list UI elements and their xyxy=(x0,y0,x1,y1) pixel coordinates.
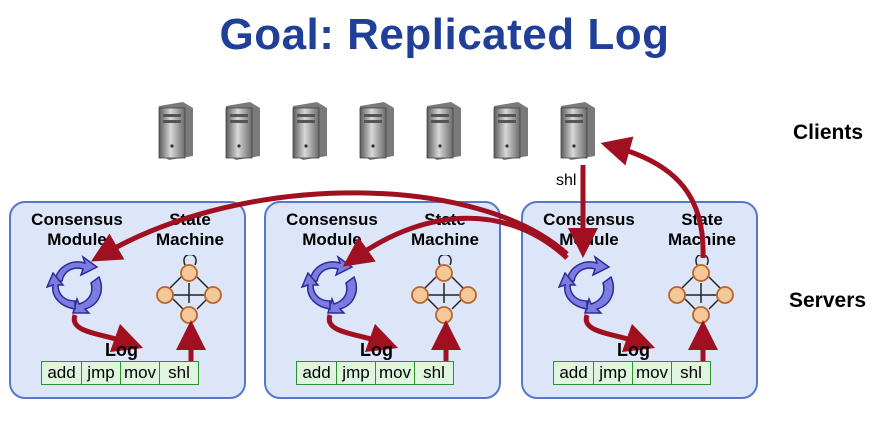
client-computer-icon xyxy=(421,102,463,160)
log-entry: add xyxy=(296,361,337,385)
log-entry: shl xyxy=(671,361,711,385)
state-machine-icon xyxy=(156,255,222,324)
log-entry: add xyxy=(553,361,594,385)
client-computer-icon xyxy=(220,102,262,160)
client-computer-icon xyxy=(555,102,597,160)
log-label: Log xyxy=(360,340,393,360)
client-computer-icon xyxy=(488,102,530,160)
log-label: Log xyxy=(617,340,650,360)
client-computer-icon xyxy=(354,102,396,160)
log-entry: add xyxy=(41,361,82,385)
page-title: Goal: Replicated Log xyxy=(219,10,670,59)
state-machine-icon xyxy=(668,255,734,324)
replicate-to-server1-arrow xyxy=(90,190,569,262)
client-command-label: shl xyxy=(556,172,577,189)
log-entry: jmp xyxy=(593,361,633,385)
log-entry: jmp xyxy=(336,361,376,385)
consensus-cycle-icon xyxy=(557,255,615,314)
log-entry: shl xyxy=(159,361,199,385)
log-entry: mov xyxy=(375,361,415,385)
clients-label: Clients xyxy=(793,121,864,144)
replicate-to-server2-arrow xyxy=(342,215,569,267)
log-entry: shl xyxy=(414,361,454,385)
client-computer-icon xyxy=(287,102,329,160)
consensus-cycle-icon xyxy=(300,255,358,314)
log-label: Log xyxy=(105,340,138,360)
log-entry: mov xyxy=(120,361,160,385)
servers-label: Servers xyxy=(789,289,867,312)
client-computer-icon xyxy=(153,102,195,160)
consensus-cycle-icon xyxy=(45,255,103,314)
client-response-arrow xyxy=(600,136,706,259)
log-entry: mov xyxy=(632,361,672,385)
